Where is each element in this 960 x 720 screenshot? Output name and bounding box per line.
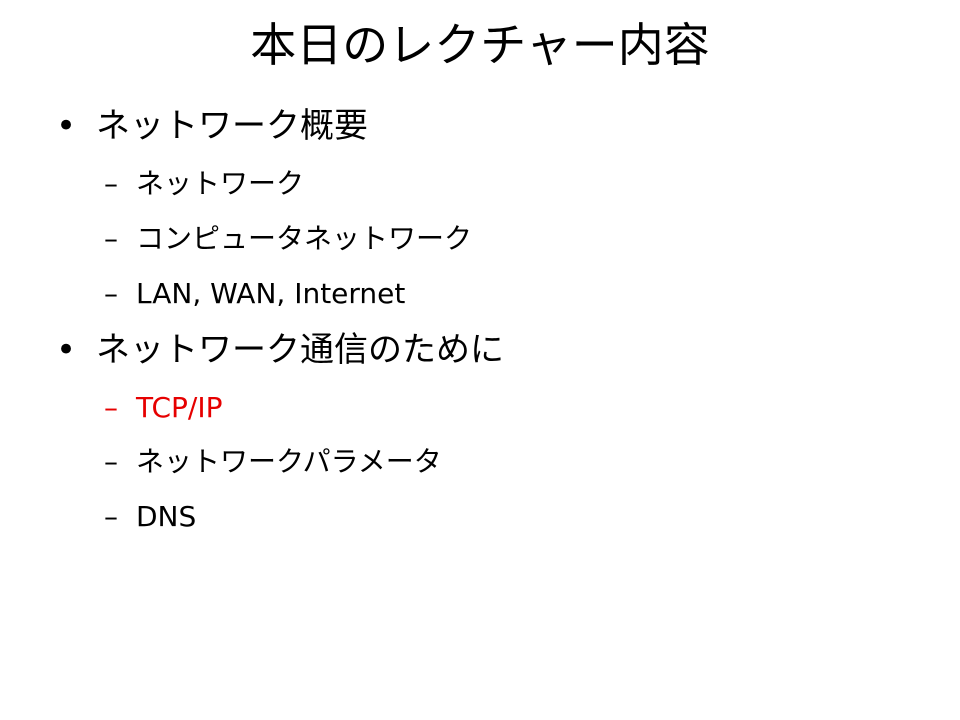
sub-item-text: コンピュータネットワーク [136,222,473,255]
sub-item-text: LAN, WAN, Internet [136,277,406,310]
sub-item-tcp-ip: –TCP/IP [104,390,222,426]
sub-item-text: ネットワークパラメータ [136,445,442,478]
dash-icon: – [104,277,118,310]
dash-icon: – [104,500,118,533]
bullet-dot-icon: • [56,330,77,370]
bullet-dot-icon: • [56,106,77,146]
dash-icon: – [104,222,118,255]
sub-item-network-parameters: –ネットワークパラメータ [104,444,442,480]
sub-item-network: –ネットワーク [104,166,304,202]
bullet-network-communication: • ネットワーク通信のために [56,328,504,372]
slide-title: 本日のレクチャー内容 [250,18,710,72]
sub-item-text: ネットワーク [136,167,305,200]
dash-icon: – [104,445,118,478]
sub-item-dns: –DNS [104,499,196,535]
sub-item-text: DNS [136,500,197,533]
bullet-network-overview: • ネットワーク概要 [56,104,368,148]
sub-item-computer-network: –コンピュータネットワーク [104,221,472,257]
bullet-text: ネットワーク概要 [96,106,368,146]
sub-item-lan-wan-internet: –LAN, WAN, Internet [104,276,405,312]
dash-icon: – [104,167,118,200]
sub-item-text: TCP/IP [136,391,223,424]
dash-icon: – [104,391,118,424]
bullet-text: ネットワーク通信のために [96,330,504,370]
